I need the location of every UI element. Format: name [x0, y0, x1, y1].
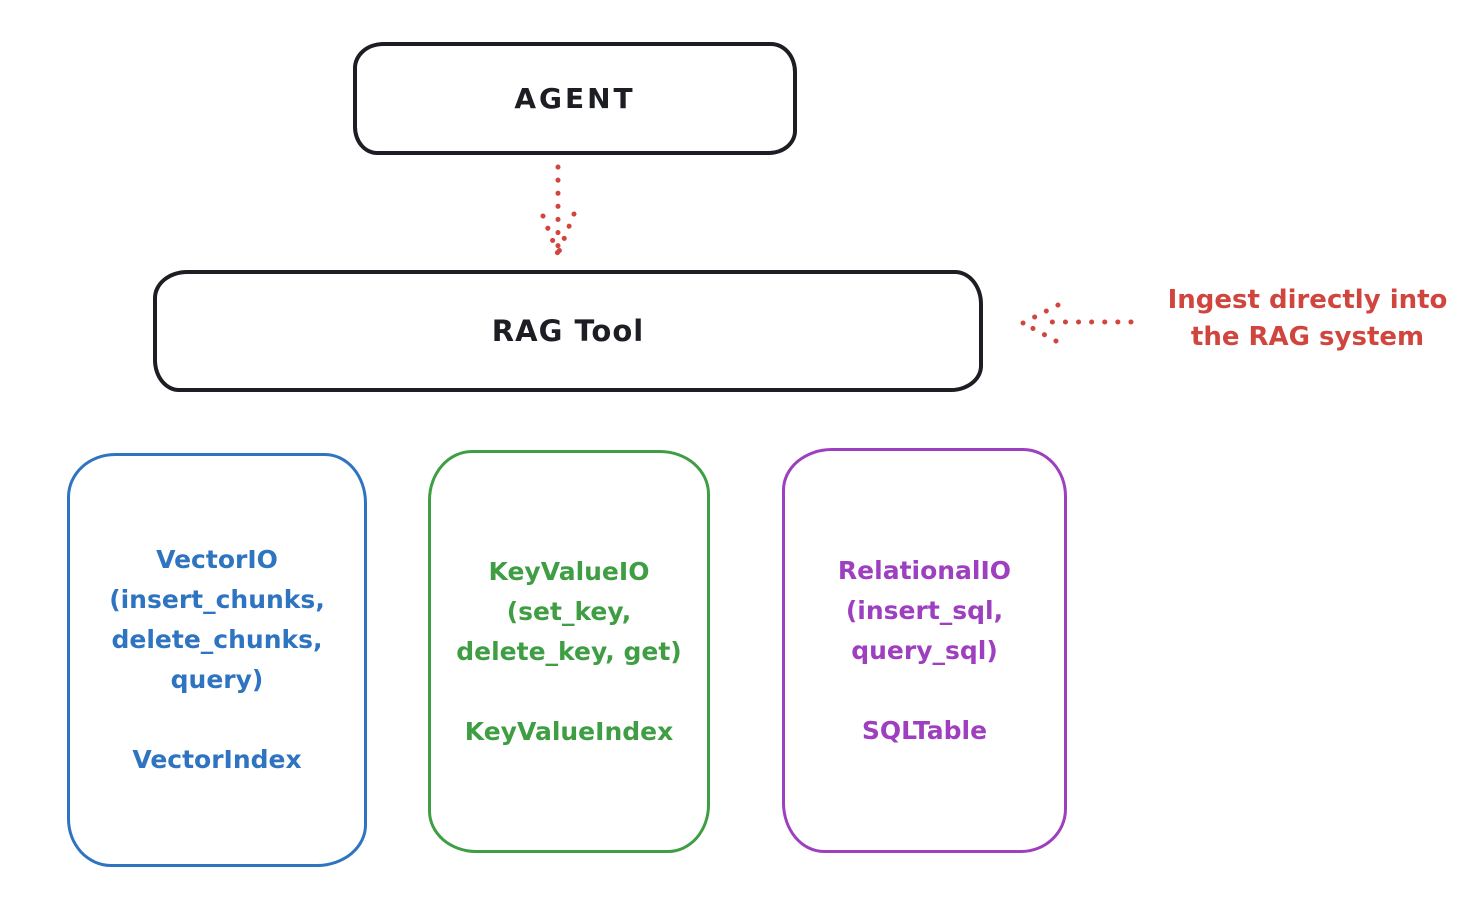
rag-tool-box: RAG Tool: [153, 270, 983, 392]
ingest-annotation-line1: Ingest directly into: [1167, 285, 1448, 315]
relationalio-box: RelationalIO (insert_sql, query_sql) SQL…: [782, 448, 1067, 853]
ingest-annotation-line2: the RAG system: [1190, 322, 1425, 352]
rag-tool-label: RAG Tool: [491, 314, 645, 348]
keyvalueio-index-label: KeyValueIndex: [464, 716, 674, 746]
agent-label: AGENT: [514, 82, 636, 115]
relationalio-title: RelationalIO: [837, 555, 1012, 585]
keyvalueio-box: KeyValueIO (set_key, delete_key, get) Ke…: [428, 450, 710, 853]
keyvalueio-signature-line: delete_key, get): [456, 636, 682, 666]
ingest-annotation-dotted-arrow: [1020, 302, 1134, 344]
vectorio-signature-line: (insert_chunks,: [109, 585, 325, 614]
agent-to-rag-dotted-arrow: [540, 164, 577, 257]
ingest-annotation: Ingest directly into the RAG system: [1140, 282, 1475, 356]
relationalio-signature-line: (insert_sql,: [845, 595, 1004, 625]
vectorio-signature-line: delete_chunks,: [111, 625, 323, 654]
keyvalueio-signature-line: (set_key,: [506, 596, 632, 626]
relationalio-index-label: SQLTable: [861, 715, 988, 745]
vectorio-title: VectorIO: [156, 545, 278, 574]
vectorio-signature-line: query): [170, 665, 264, 694]
agent-box: AGENT: [353, 42, 797, 155]
relationalio-signature-line: query_sql): [851, 635, 998, 665]
vectorio-box: VectorIO (insert_chunks, delete_chunks, …: [67, 453, 367, 867]
keyvalueio-title: KeyValueIO: [488, 556, 650, 586]
vectorio-index-label: VectorIndex: [132, 745, 302, 774]
